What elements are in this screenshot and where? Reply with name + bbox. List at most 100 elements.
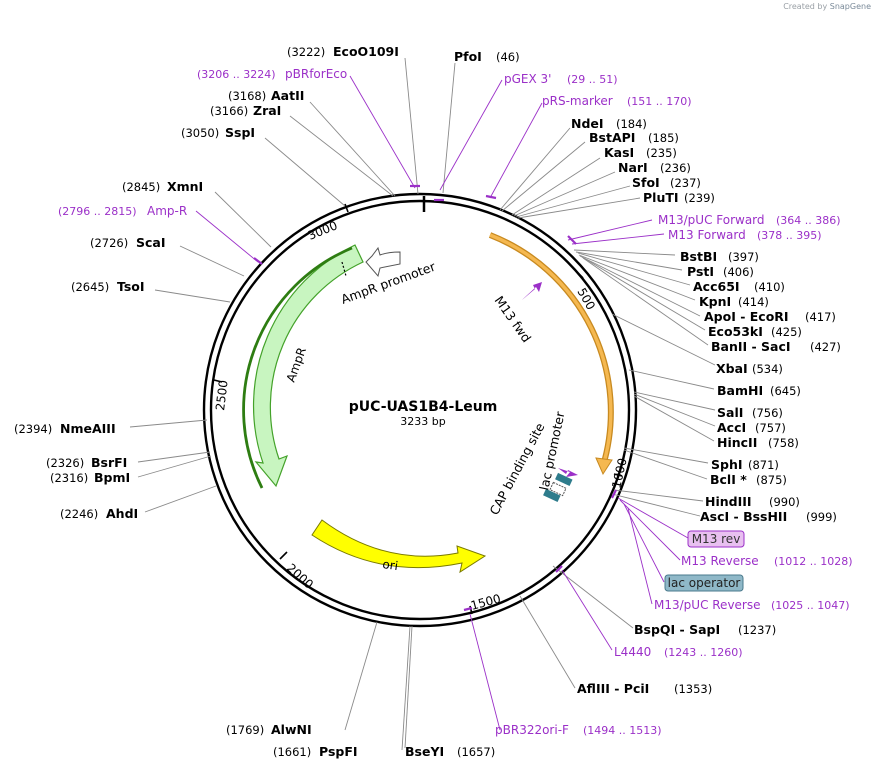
leader-sspi [264,137,346,207]
leader-acc65i [577,252,691,286]
primer-range-l4440: (1243 .. 1260) [664,646,743,659]
primer-range-m13-reverse: (1012 .. 1028) [774,555,853,568]
site-name-kpni: KpnI [699,294,731,309]
site-labels: (3222) EcoO109I PfoI (46) (3168) AatII (… [14,44,841,759]
tick-label-2000: 2000 [284,561,316,592]
site-pos-sphi: (871) [748,458,779,472]
leader-m13-reverse [619,499,681,561]
lac-operator-badge-box [664,574,744,592]
site-name-hincii: HincII [717,435,757,450]
primer-range-pgex3: (29 .. 51) [567,73,618,86]
site-pos-pluti: (239) [684,191,715,205]
site-name-pcii: AflIII - PciI [577,681,649,696]
insert-feature [489,233,613,467]
m13-fwd-label: M13 fwd [492,293,535,345]
site-name-nari: NarI [618,160,648,175]
site-pos-hincii: (758) [768,436,799,450]
credit-prefix: Created by [783,2,828,11]
leader-pgex3 [439,79,503,191]
leader-nmeaiii [129,419,208,428]
site-pos-scai: (2726) [90,236,128,250]
leader-ecoo109i [404,57,419,195]
site-name-pspfi: PspFI [319,744,358,759]
leader-m13-puc-forward [567,219,653,241]
cap-site-label: CAP binding site [486,420,547,517]
ampr-label: AmpR [284,346,309,384]
snapgene-credit: Created by SnapGene [783,2,871,11]
site-pos-nari: (236) [660,161,691,175]
primer-name-prs-marker: pRS-marker [542,94,613,108]
leader-pfoi [442,62,456,194]
site-pos-xmni: (2845) [122,180,160,194]
site-pos-bstapi: (185) [648,131,679,145]
ori-feature [311,519,487,574]
ampr-split-mark [341,261,347,277]
site-pos-sapi: (1237) [738,623,776,637]
leader-bamhi [628,369,715,390]
leader-pspfi [401,625,411,751]
site-pos-nmeaiii: (2394) [14,422,52,436]
site-name-tsoi: TsoI [117,279,145,294]
site-name-sapi: BspQI - SapI [634,622,720,637]
site-name-sspi: SspI [225,125,255,140]
site-name-bcli: BclI * [710,472,747,487]
m13-forward-mark [567,235,577,245]
leader-sfoi [515,185,631,218]
ampr-promoter-arrow [365,246,401,278]
leader-m13-rev [617,497,689,539]
leader-aatii [309,101,396,197]
site-pos-bseyi: (1657) [457,745,495,759]
tick-label-1000: 1000 [609,457,630,490]
leader-xbai [611,313,716,366]
primer-name-m13-puc-reverse: M13/pUC Reverse [654,598,761,612]
ori-label: ori [382,557,399,573]
primer-range-pbrforeco: (3206 .. 3224) [197,68,276,81]
primer-name-m13-reverse: M13 Reverse [681,554,759,568]
leader-saci [582,257,709,346]
m13-fwd-arrow [522,282,542,300]
primer-range-m13-forward: (378 .. 395) [757,229,822,242]
site-name-scai: ScaI [136,235,166,250]
leader-ahdi [144,485,217,513]
leader-prs-marker [489,102,543,199]
site-name-xbai: XbaI [716,361,748,376]
site-pos-kasi: (235) [646,146,677,160]
leader-scai [179,245,245,277]
site-name-bstapi: BstAPI [589,130,635,145]
m13-reverse-mark [611,489,617,499]
leader-pcii [519,595,576,689]
tick-mark-2500 [213,379,223,383]
primer-name-pgex3: pGEX 3' [504,72,551,86]
site-name-xmni: XmnI [167,179,203,194]
site-pos-pcii: (1353) [674,682,712,696]
site-pos-bstbi: (397) [728,250,759,264]
site-pos-acci: (757) [755,421,786,435]
primer-name-amp-r: Amp-R [147,204,187,218]
leader-acci [633,393,716,427]
primer-range-prs-marker: (151 .. 170) [627,95,692,108]
amp-r-mark [253,257,263,265]
leader-hindiii [613,489,704,502]
leader-ecori [579,255,701,317]
plasmid-name: pUC-UAS1B4-Leum [349,399,498,415]
m13-rev-badge-box [687,530,745,548]
site-pos-tsoi: (2645) [71,280,109,294]
primer-range-m13-puc-forward: (364 .. 386) [776,214,841,227]
tick-label-1500: 1500 [469,591,502,612]
site-name-pfoi: PfoI [454,49,482,64]
leader-zrai [289,115,394,197]
site-name-alwni: AlwNI [271,722,312,737]
site-pos-bcli: (875) [756,473,787,487]
leader-m13-puc-reverse [627,507,653,605]
pbr322ori-f-mark [463,606,473,612]
site-pos-zrai: (3166) [210,104,248,118]
site-pos-sspi: (3050) [181,126,219,140]
primer-range-m13-puc-reverse: (1025 .. 1047) [771,599,850,612]
leader-pbrforeco [349,75,416,189]
site-pos-saci: (427) [810,340,841,354]
lac-operator-badge: lac operator [664,574,744,592]
leader-sphi [623,447,709,464]
site-pos-kpni: (414) [738,295,769,309]
site-pos-ahdi: (2246) [60,507,98,521]
